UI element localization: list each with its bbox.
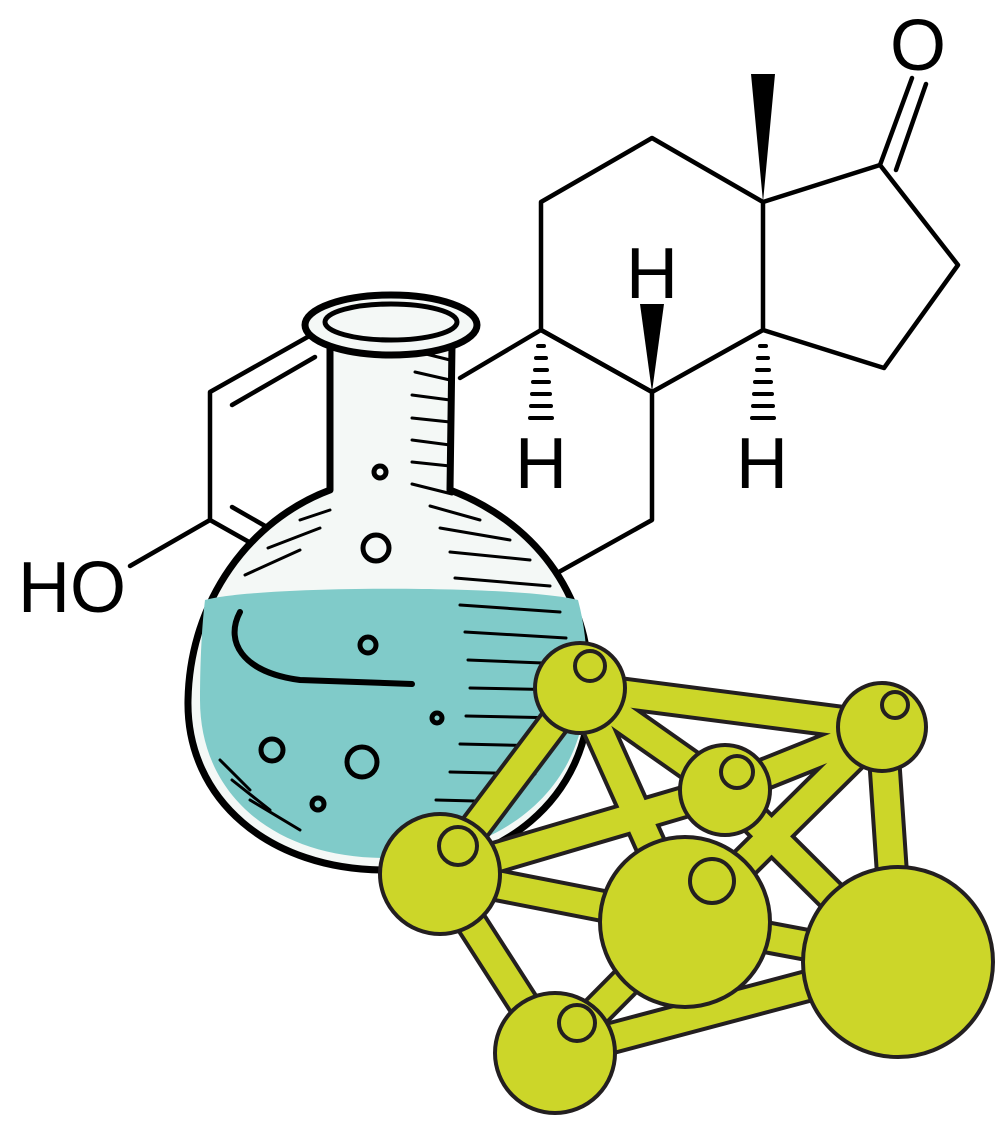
atom-middle	[678, 743, 772, 837]
round-bottom-flask-icon	[184, 291, 594, 874]
carbonyl-bond-2	[893, 81, 929, 173]
atom-bottom	[493, 991, 617, 1115]
flask-rim-inner	[322, 301, 460, 343]
hydroxyl-label: HO	[18, 548, 126, 628]
h-wedge-top	[640, 304, 664, 392]
ring-d-bonds	[760, 162, 961, 371]
ring-c-bonds	[538, 327, 655, 585]
hydroxyl-bond	[127, 517, 213, 569]
atom-right	[836, 681, 928, 773]
hydrogen-label-left: H	[515, 424, 567, 504]
methyl-wedge	[751, 74, 775, 202]
atom-left	[378, 812, 502, 936]
atom-top	[533, 641, 627, 735]
carbonyl-bond-1	[877, 75, 915, 168]
h-hash-right	[750, 344, 776, 420]
flask-bubbles	[258, 463, 445, 813]
atom-center-large	[598, 835, 772, 1009]
cluster-atoms	[378, 641, 995, 1115]
ring-a-link	[457, 327, 544, 381]
steroid-structure	[127, 74, 961, 585]
oxygen-label: O	[890, 6, 946, 86]
liquid-surface	[231, 609, 415, 687]
atom-cluster-icon	[378, 641, 995, 1115]
hydrogen-label-top: H	[626, 234, 678, 314]
h-hash-left	[528, 344, 554, 420]
ring-a-double-1	[229, 354, 318, 408]
atom-large-right	[801, 865, 995, 1059]
hydrogen-label-right: H	[736, 424, 788, 504]
